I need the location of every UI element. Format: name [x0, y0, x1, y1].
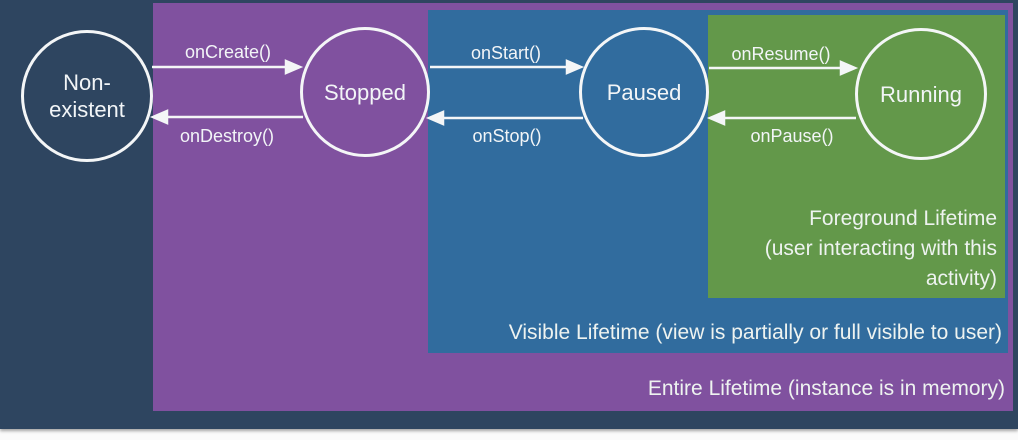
foreground-lifetime-label-line-2: (user interacting with this [764, 237, 997, 260]
state-running: Running [855, 28, 987, 160]
state-stopped: Stopped [300, 27, 430, 157]
onpause-label: onPause() [750, 126, 834, 146]
visible-lifetime-label: Visible Lifetime (view is partially or f… [509, 318, 1002, 348]
onresume-label: onResume() [731, 44, 831, 64]
foreground-lifetime-label: Foreground Lifetime (user interacting wi… [765, 204, 997, 294]
foreground-lifetime-label-line-1: Foreground Lifetime [809, 207, 997, 230]
foreground-lifetime-label-line-3: activity) [925, 267, 997, 290]
lifecycle-diagram-slide: Entire Lifetime (instance is in memory) … [0, 0, 1018, 429]
entire-lifetime-label: Entire Lifetime (instance is in memory) [648, 374, 1005, 404]
visible-lifetime-label-line: Visible Lifetime (view is partially or f… [508, 321, 1002, 344]
state-paused-label: Paused [606, 79, 682, 105]
state-nonexistent-label: Non-existent [49, 70, 125, 122]
oncreate-label: onCreate() [184, 42, 272, 62]
onstop-label: onStop() [472, 126, 542, 146]
state-running-label: Running [880, 81, 962, 107]
state-stopped-label: Stopped [324, 79, 406, 105]
ondestroy-label: onDestroy() [179, 126, 275, 146]
state-paused: Paused [579, 27, 709, 157]
state-nonexistent: Non-existent [21, 30, 153, 162]
onstart-label: onStart() [470, 43, 542, 63]
entire-lifetime-label-line: Entire Lifetime (instance is in memory) [647, 377, 1005, 400]
